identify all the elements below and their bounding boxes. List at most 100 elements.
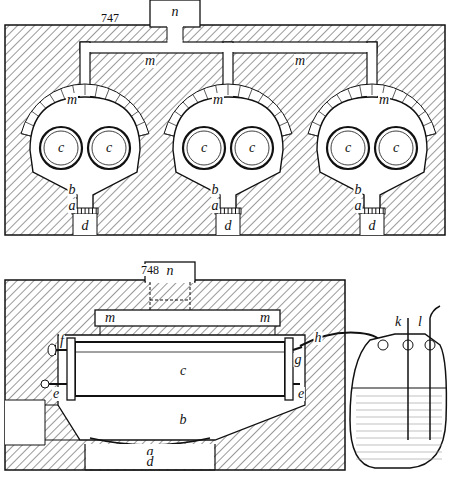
tubes: [408, 306, 440, 440]
figure-number: 748: [140, 264, 160, 276]
grate-bar: [88, 208, 89, 214]
ash-pit: [73, 214, 97, 235]
retort: [88, 127, 130, 169]
brick-joint: [238, 85, 240, 97]
flue-fill: [168, 40, 183, 44]
brick-joint: [105, 89, 109, 100]
grate-bar: [372, 208, 373, 214]
callout-letter: m: [212, 93, 224, 107]
callout-letter: m: [294, 54, 306, 68]
furnace-chambers: [21, 84, 436, 235]
flue-duct: [80, 42, 377, 53]
callout-letter: c: [57, 141, 65, 155]
liquid-shade: [356, 459, 442, 460]
grate-bar: [92, 208, 93, 214]
callout-letter: d: [81, 219, 90, 233]
liquid: [352, 388, 446, 459]
callout-letter: c: [105, 141, 113, 155]
retort-inner: [92, 131, 126, 165]
liquid-shade: [356, 403, 442, 404]
receiver-bottle: [350, 334, 446, 468]
callout-letter: c: [179, 364, 187, 378]
callout-letter: d: [146, 455, 155, 469]
callout-letter: c: [200, 141, 208, 155]
callout-letter: m: [259, 311, 271, 325]
brick-joint: [95, 85, 97, 97]
brick-joint: [228, 84, 229, 96]
callout-letter: h: [314, 331, 323, 345]
callout-letter: b: [179, 413, 188, 427]
callout-letter: a: [211, 199, 220, 213]
flue-duct: [95, 310, 280, 326]
retort-inner: [44, 131, 78, 165]
figure-number: 747: [100, 12, 120, 24]
retort: [231, 127, 273, 169]
grate-bar: [239, 208, 240, 214]
liquid-level: [352, 388, 446, 389]
retort: [327, 127, 369, 169]
chimney: [150, 0, 200, 27]
masonry: [5, 25, 445, 235]
fire-chamber: [58, 335, 305, 440]
fire-door: [5, 400, 45, 445]
callout-letter: d: [224, 219, 233, 233]
callout-letter: c: [344, 141, 352, 155]
fire-chamber: [317, 97, 427, 208]
brick-joint: [392, 89, 396, 100]
callout-letter: m: [66, 93, 78, 107]
callout-letter: b: [211, 183, 220, 197]
liquid-shade: [356, 431, 442, 432]
liquid-shade: [356, 438, 442, 439]
brick-joint: [204, 89, 208, 100]
grate-bar: [231, 208, 232, 214]
callout-letter: k: [394, 315, 402, 329]
liquid-shade: [356, 417, 442, 418]
brick-joint: [248, 89, 252, 100]
grate-bar: [364, 208, 365, 214]
callout-letter: f: [59, 334, 65, 348]
retort: [75, 342, 285, 396]
ash-pit: [216, 214, 240, 235]
callout-letter: m: [378, 93, 390, 107]
grate-bar: [375, 208, 376, 214]
grate: [90, 438, 210, 445]
grate-bar: [235, 208, 236, 214]
callout-letter: m: [144, 54, 156, 68]
callout-letter: l: [417, 315, 423, 329]
retort-inner: [331, 131, 365, 165]
liquid-shade: [356, 410, 442, 411]
ash-pit: [73, 214, 97, 235]
grate-bar: [228, 208, 229, 214]
brick-joint: [85, 84, 86, 96]
ash-pit: [360, 214, 384, 235]
retort: [375, 127, 417, 169]
grate-bar: [224, 208, 225, 214]
grate: [359, 208, 385, 214]
brick-joint: [360, 85, 362, 97]
liquid-shade: [356, 424, 442, 425]
callout-letter: b: [354, 183, 363, 197]
callout-letter: a: [354, 199, 363, 213]
callout-letter: m: [104, 311, 116, 325]
grate-bar: [96, 208, 97, 214]
retort: [183, 127, 225, 169]
retort-inner: [379, 131, 413, 165]
retort-inner: [235, 131, 269, 165]
ash-pit: [85, 444, 215, 470]
retort: [40, 127, 82, 169]
grate-bar: [379, 208, 380, 214]
fire-chamber: [173, 97, 283, 208]
fire-chamber: [30, 97, 140, 208]
callout-letter: b: [68, 183, 77, 197]
grate-bar: [77, 208, 78, 214]
chimney-throat: [167, 24, 183, 44]
liquid-shade: [356, 396, 442, 397]
grate-bar: [85, 208, 86, 214]
callout-letter: a: [68, 199, 77, 213]
callout-letter: e: [297, 387, 305, 401]
brick-joint: [372, 84, 373, 96]
brick-joint: [348, 89, 352, 100]
callout-letter: c: [392, 141, 400, 155]
